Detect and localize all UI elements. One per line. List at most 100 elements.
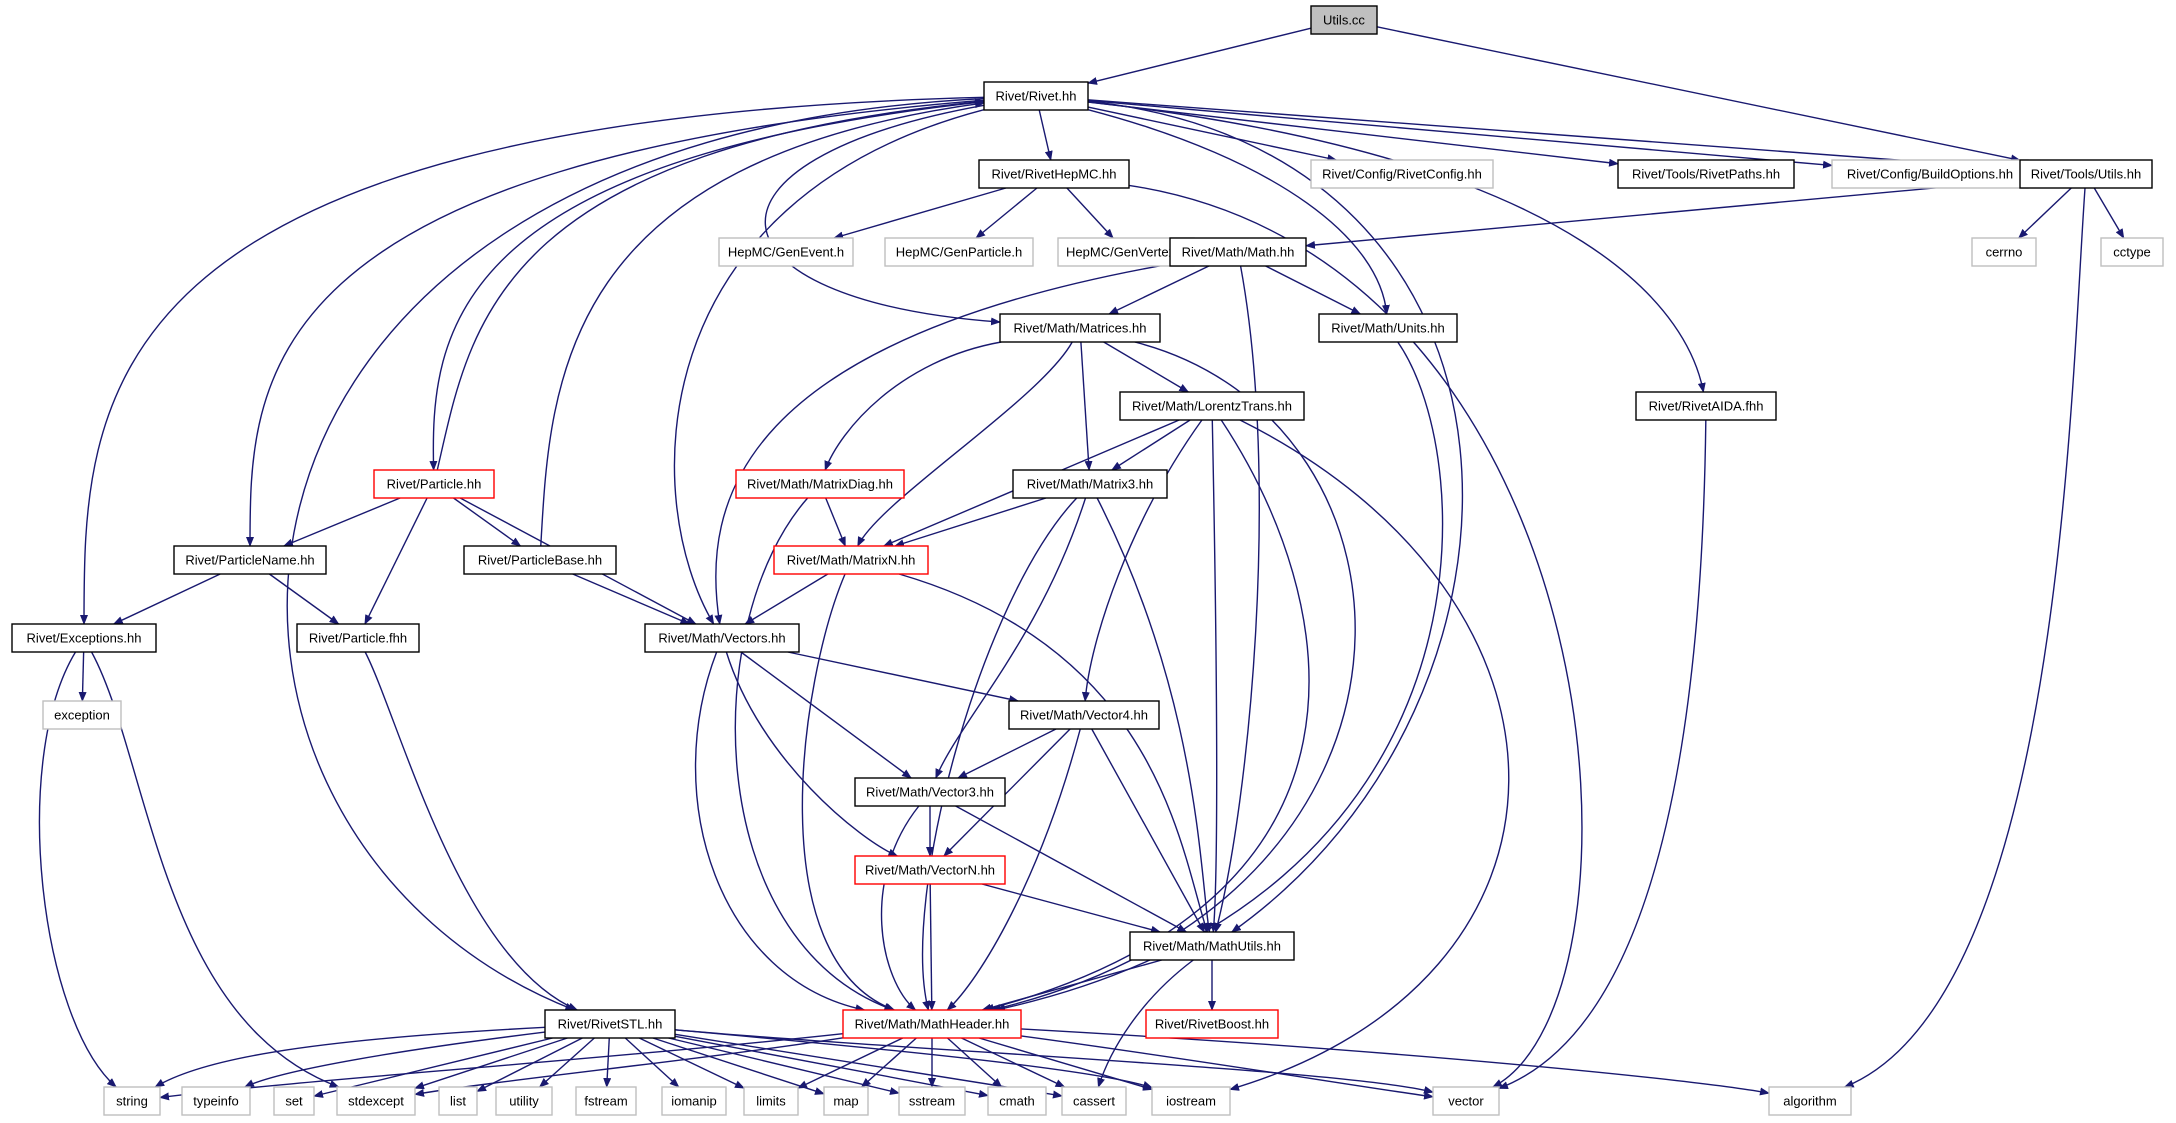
- node-string[interactable]: string: [103, 1086, 161, 1116]
- node-vector[interactable]: vector: [1432, 1086, 1500, 1116]
- node-box-aidafhh[interactable]: [1635, 391, 1777, 421]
- node-iomanip[interactable]: iomanip: [661, 1086, 727, 1116]
- node-box-matrices[interactable]: [999, 313, 1161, 343]
- node-box-mathheader[interactable]: [842, 1009, 1022, 1039]
- node-box-particlefhh[interactable]: [296, 623, 420, 653]
- node-box-map[interactable]: [823, 1086, 869, 1116]
- node-rivetconfig[interactable]: Rivet/Config/RivetConfig.hh: [1310, 159, 1494, 189]
- node-sstream[interactable]: sstream: [898, 1086, 966, 1116]
- node-buildoptions[interactable]: Rivet/Config/BuildOptions.hh: [1831, 159, 2029, 189]
- node-box-genevent[interactable]: [718, 237, 854, 267]
- node-utility[interactable]: utility: [495, 1086, 553, 1116]
- node-units[interactable]: Rivet/Math/Units.hh: [1318, 313, 1458, 343]
- node-box-stdexcept[interactable]: [336, 1086, 416, 1116]
- node-aidafhh[interactable]: Rivet/RivetAIDA.fhh: [1635, 391, 1777, 421]
- node-cctype[interactable]: cctype: [2100, 237, 2164, 267]
- node-box-cctype[interactable]: [2100, 237, 2164, 267]
- node-box-particlebase[interactable]: [463, 545, 617, 575]
- node-box-rivetconfig[interactable]: [1310, 159, 1494, 189]
- node-box-particlename[interactable]: [173, 545, 327, 575]
- node-box-utility[interactable]: [495, 1086, 553, 1116]
- node-box-rivetstl[interactable]: [544, 1009, 676, 1039]
- node-limits[interactable]: limits: [743, 1086, 799, 1116]
- node-typeinfo[interactable]: typeinfo: [181, 1086, 251, 1116]
- node-utils_cc[interactable]: Utils.cc: [1310, 5, 1378, 35]
- node-algorithm[interactable]: algorithm: [1768, 1086, 1852, 1116]
- node-box-genparticle[interactable]: [884, 237, 1034, 267]
- node-box-cassert[interactable]: [1061, 1086, 1127, 1116]
- node-box-fstream[interactable]: [575, 1086, 637, 1116]
- node-box-iostream[interactable]: [1151, 1086, 1231, 1116]
- node-list[interactable]: list: [438, 1086, 478, 1116]
- node-vector4[interactable]: Rivet/Math/Vector4.hh: [1008, 700, 1160, 730]
- node-box-algorithm[interactable]: [1768, 1086, 1852, 1116]
- node-box-matrix3[interactable]: [1012, 469, 1168, 499]
- node-particlefhh[interactable]: Rivet/Particle.fhh: [296, 623, 420, 653]
- node-cassert[interactable]: cassert: [1061, 1086, 1127, 1116]
- node-box-iomanip[interactable]: [661, 1086, 727, 1116]
- node-exceptions[interactable]: Rivet/Exceptions.hh: [11, 623, 157, 653]
- edge-exceptions-to-stdexcept: [90, 651, 340, 1088]
- node-cerrno[interactable]: cerrno: [1971, 237, 2037, 267]
- node-box-vector3[interactable]: [854, 777, 1006, 807]
- node-box-string[interactable]: [103, 1086, 161, 1116]
- node-box-rivetboost[interactable]: [1145, 1009, 1279, 1039]
- node-box-vector4[interactable]: [1008, 700, 1160, 730]
- node-box-mathhh[interactable]: [1169, 237, 1307, 267]
- node-fstream[interactable]: fstream: [575, 1086, 637, 1116]
- node-box-cerrno[interactable]: [1971, 237, 2037, 267]
- node-rivetstl[interactable]: Rivet/RivetSTL.hh: [544, 1009, 676, 1039]
- node-vectors[interactable]: Rivet/Math/Vectors.hh: [644, 623, 800, 653]
- node-box-exception[interactable]: [42, 700, 122, 730]
- node-exception[interactable]: exception: [42, 700, 122, 730]
- node-rivethepmc[interactable]: Rivet/RivetHepMC.hh: [978, 159, 1130, 189]
- node-mathheader[interactable]: Rivet/Math/MathHeader.hh: [842, 1009, 1022, 1039]
- node-rivetpaths[interactable]: Rivet/Tools/RivetPaths.hh: [1617, 159, 1795, 189]
- node-mathhh[interactable]: Rivet/Math/Math.hh: [1169, 237, 1307, 267]
- node-matrixdiag[interactable]: Rivet/Math/MatrixDiag.hh: [735, 469, 905, 499]
- node-lorentz[interactable]: Rivet/Math/LorentzTrans.hh: [1119, 391, 1305, 421]
- node-iostream[interactable]: iostream: [1151, 1086, 1231, 1116]
- node-box-limits[interactable]: [743, 1086, 799, 1116]
- node-box-rivethepmc[interactable]: [978, 159, 1130, 189]
- node-matrixn[interactable]: Rivet/Math/MatrixN.hh: [773, 545, 929, 575]
- node-particlehh[interactable]: Rivet/Particle.hh: [373, 469, 495, 499]
- node-box-sstream[interactable]: [898, 1086, 966, 1116]
- node-box-list[interactable]: [438, 1086, 478, 1116]
- edge-particlehh-to-rivet_hh: [436, 98, 985, 471]
- node-box-toolsutils[interactable]: [2019, 159, 2153, 189]
- node-vector3[interactable]: Rivet/Math/Vector3.hh: [854, 777, 1006, 807]
- node-genevent[interactable]: HepMC/GenEvent.h: [718, 237, 854, 267]
- node-box-cmath[interactable]: [987, 1086, 1047, 1116]
- node-particlebase[interactable]: Rivet/ParticleBase.hh: [463, 545, 617, 575]
- node-label-particlename: Rivet/ParticleName.hh: [185, 553, 314, 568]
- node-box-rivet_hh[interactable]: [983, 81, 1089, 111]
- node-box-particlehh[interactable]: [373, 469, 495, 499]
- node-vectorn[interactable]: Rivet/Math/VectorN.hh: [854, 855, 1006, 885]
- node-rivetboost[interactable]: Rivet/RivetBoost.hh: [1145, 1009, 1279, 1039]
- node-box-vector[interactable]: [1432, 1086, 1500, 1116]
- node-cmath[interactable]: cmath: [987, 1086, 1047, 1116]
- node-genparticle[interactable]: HepMC/GenParticle.h: [884, 237, 1034, 267]
- node-box-mathutils[interactable]: [1129, 931, 1295, 961]
- node-matrices[interactable]: Rivet/Math/Matrices.hh: [999, 313, 1161, 343]
- node-box-matrixdiag[interactable]: [735, 469, 905, 499]
- node-box-exceptions[interactable]: [11, 623, 157, 653]
- node-box-vectorn[interactable]: [854, 855, 1006, 885]
- node-box-utils_cc[interactable]: [1310, 5, 1378, 35]
- node-map[interactable]: map: [823, 1086, 869, 1116]
- node-box-typeinfo[interactable]: [181, 1086, 251, 1116]
- node-matrix3[interactable]: Rivet/Math/Matrix3.hh: [1012, 469, 1168, 499]
- node-box-rivetpaths[interactable]: [1617, 159, 1795, 189]
- node-set[interactable]: set: [273, 1086, 315, 1116]
- node-box-vectors[interactable]: [644, 623, 800, 653]
- node-box-lorentz[interactable]: [1119, 391, 1305, 421]
- node-box-set[interactable]: [273, 1086, 315, 1116]
- node-particlename[interactable]: Rivet/ParticleName.hh: [173, 545, 327, 575]
- node-box-matrixn[interactable]: [773, 545, 929, 575]
- node-mathutils[interactable]: Rivet/Math/MathUtils.hh: [1129, 931, 1295, 961]
- node-toolsutils[interactable]: Rivet/Tools/Utils.hh: [2019, 159, 2153, 189]
- node-rivet_hh[interactable]: Rivet/Rivet.hh: [983, 81, 1089, 111]
- node-stdexcept[interactable]: stdexcept: [336, 1086, 416, 1116]
- node-box-units[interactable]: [1318, 313, 1458, 343]
